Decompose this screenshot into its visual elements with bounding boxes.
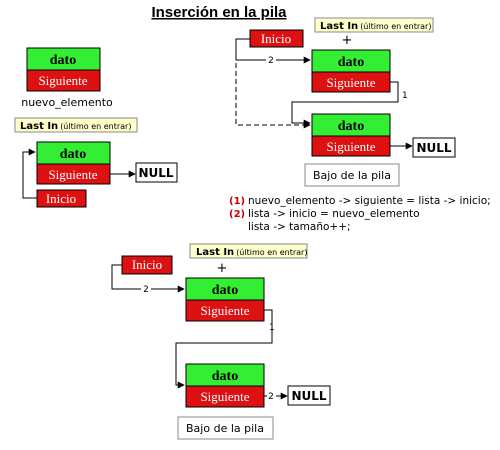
node-siguiente-label: Siguiente: [326, 75, 375, 90]
code-block: (1) nuevo_elemento -> siguiente = lista …: [229, 195, 491, 233]
node-siguiente-label: Siguiente: [326, 139, 375, 154]
null-box-top-right: NULL: [412, 137, 456, 158]
node-dato-label: dato: [338, 55, 364, 70]
plus-sign: +: [342, 33, 353, 48]
node-siguiente-label: Siguiente: [38, 73, 87, 88]
last-in-note: (último en entrar): [236, 248, 307, 257]
node-dato-label: dato: [212, 283, 238, 298]
node-dato-label: dato: [338, 119, 364, 134]
last-in-bold: Last In: [196, 247, 234, 258]
code-line-3: lista -> tamaño++;: [248, 221, 351, 233]
inicio-label: Inicio: [46, 191, 76, 206]
nuevo-elemento-label: nuevo_elemento: [21, 96, 113, 109]
node-dato-label: dato: [212, 369, 238, 384]
step-2-number: (2): [229, 209, 245, 220]
inicio-label: Inicio: [132, 257, 162, 272]
svg-text:Last In(último en entrar): Last In(último en entrar): [196, 247, 307, 258]
last-in-note: (último en entrar): [60, 122, 131, 131]
old-node-bottom: dato Siguiente: [185, 363, 265, 408]
null-label: NULL: [291, 389, 326, 403]
arrow-number-2: 2: [143, 285, 149, 295]
last-in-note: (último en entrar): [360, 22, 431, 31]
last-in-note-bottom: Last In(último en entrar): [189, 243, 308, 259]
node-siguiente-label: Siguiente: [200, 303, 249, 318]
new-node-top-right: dato Siguiente: [311, 49, 391, 93]
inicio-box-top-right: Inicio: [249, 29, 304, 48]
step-1-number: (1): [229, 196, 245, 207]
stack-node-left: dato Siguiente: [36, 141, 111, 185]
arrow-number-1: 1: [269, 323, 275, 333]
new-node-bottom: dato Siguiente: [185, 277, 265, 322]
null-label: NULL: [416, 141, 451, 155]
null-box-bottom: NULL: [287, 385, 331, 406]
inicio-box-left: Inicio: [36, 189, 87, 208]
bajo-pila-box-top-right: Bajo de la pila: [304, 163, 400, 187]
last-in-note-top-right: Last In(último en entrar): [314, 17, 434, 33]
node-siguiente-label: Siguiente: [48, 167, 97, 182]
null-box-left: NULL: [135, 162, 178, 183]
node-siguiente-label: Siguiente: [200, 389, 249, 404]
bajo-pila-label: Bajo de la pila: [186, 422, 264, 435]
code-line-2: lista -> inicio = nuevo_elemento: [248, 208, 420, 220]
bajo-pila-label: Bajo de la pila: [313, 169, 391, 182]
code-line-1: nuevo_elemento -> siguiente = lista -> i…: [248, 195, 491, 207]
last-in-note-left: Last In(último en entrar): [14, 117, 138, 133]
null-label: NULL: [138, 166, 173, 180]
bajo-pila-box-bottom: Bajo de la pila: [177, 416, 274, 440]
plus-sign: +: [217, 261, 228, 276]
node-dato-label: dato: [60, 147, 86, 162]
inicio-box-bottom: Inicio: [121, 255, 173, 275]
svg-text:Last In(último en entrar): Last In(último en entrar): [20, 121, 131, 132]
arrow-number-1: 1: [402, 91, 408, 101]
inicio-label: Inicio: [261, 31, 291, 46]
last-in-bold: Last In: [20, 121, 58, 132]
svg-text:Last In(último en entrar): Last In(último en entrar): [320, 21, 431, 32]
page-title: Inserción en la pila: [151, 4, 287, 21]
old-node-top-right: dato Siguiente: [311, 113, 391, 157]
node-dato-label: dato: [50, 53, 76, 68]
arrow-number-2: 2: [268, 392, 274, 402]
new-element-node: dato Siguiente: [26, 47, 101, 92]
last-in-bold: Last In: [320, 21, 358, 32]
arrow-number-2: 2: [268, 56, 274, 66]
